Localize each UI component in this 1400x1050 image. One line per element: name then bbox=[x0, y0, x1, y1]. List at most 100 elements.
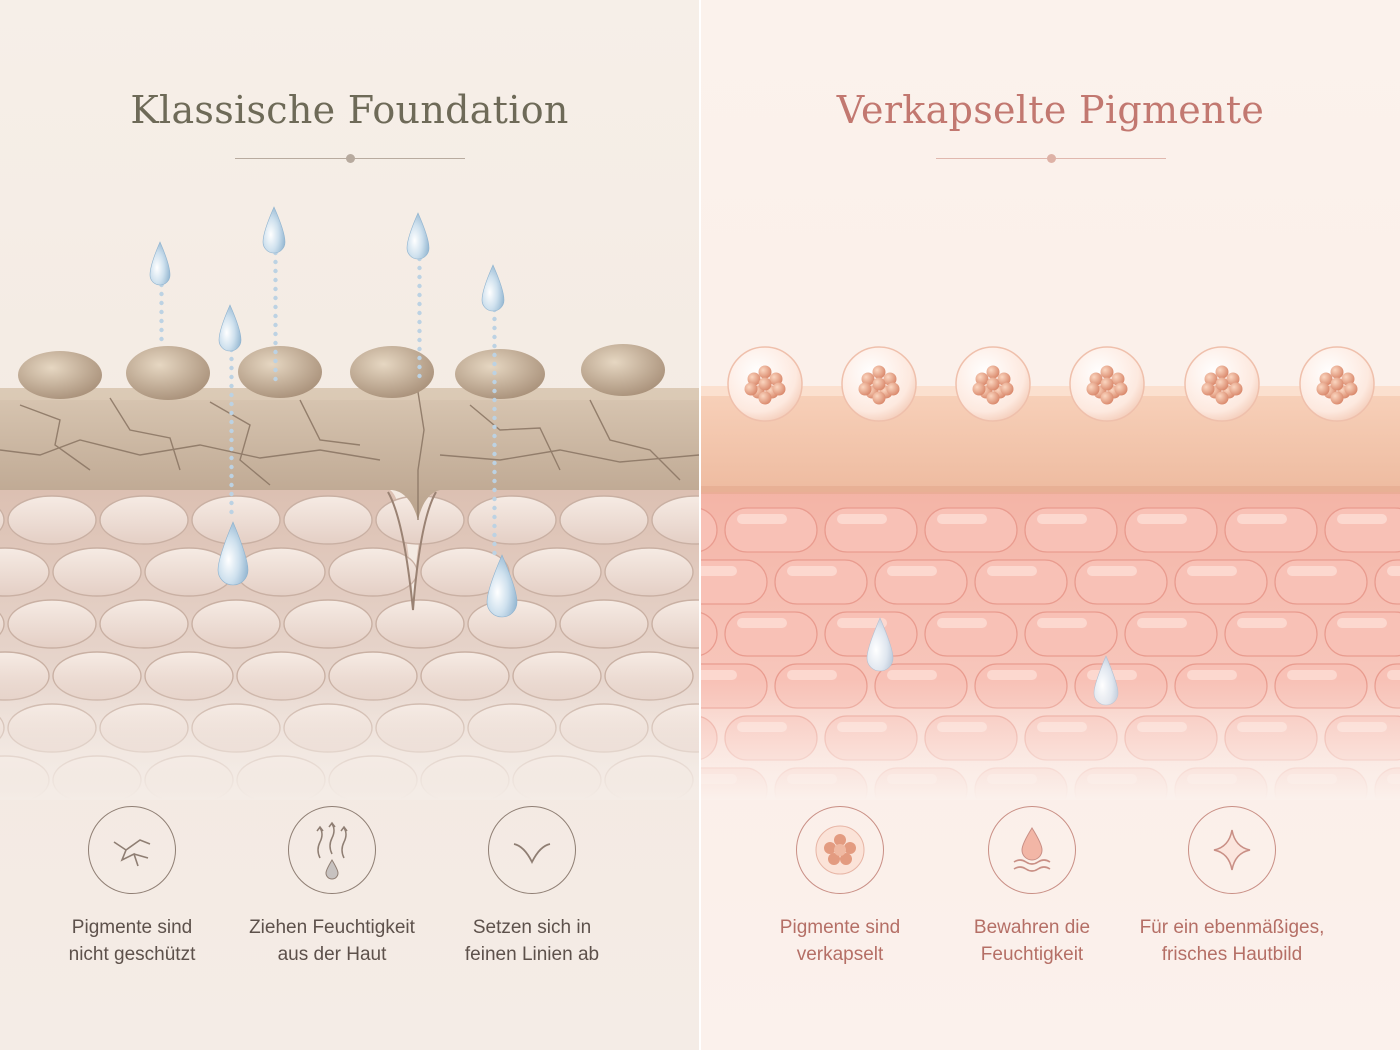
water-trail-dot bbox=[229, 428, 234, 434]
cell-highlight bbox=[787, 566, 837, 576]
water-trail-dot bbox=[273, 349, 278, 355]
pigment-bead bbox=[1000, 382, 1014, 396]
pigment-bead bbox=[758, 365, 772, 379]
cell-highlight bbox=[1187, 566, 1237, 576]
water-trail-dot bbox=[273, 313, 278, 319]
left-title: Klassische Foundation bbox=[130, 88, 569, 132]
pigment-bead bbox=[1100, 365, 1114, 379]
water-trail-dot bbox=[273, 259, 278, 265]
water-trail-dot bbox=[229, 374, 234, 380]
cell-highlight bbox=[1337, 618, 1387, 628]
water-trail-dot bbox=[273, 322, 278, 328]
pigment-bead bbox=[1344, 382, 1358, 396]
cell-highlight bbox=[1137, 514, 1187, 524]
skin-cell bbox=[651, 599, 699, 649]
fine-line-icon bbox=[488, 806, 576, 894]
escaping-water-drops bbox=[149, 206, 518, 618]
skin-cell bbox=[191, 599, 281, 649]
cell-highlight bbox=[1387, 566, 1400, 576]
skin-cell bbox=[99, 495, 189, 545]
cell-highlight bbox=[701, 566, 737, 576]
water-trail-dot bbox=[492, 523, 497, 529]
pigment-bead bbox=[1204, 372, 1218, 386]
water-trail-dot bbox=[273, 331, 278, 337]
pigment-bead bbox=[1086, 382, 1100, 396]
water-trail-dot bbox=[492, 343, 497, 349]
pigment-bead bbox=[1330, 377, 1344, 391]
pigment-bead bbox=[1215, 391, 1229, 405]
healthy-skin-illustration bbox=[701, 346, 1400, 800]
pigment-bead bbox=[872, 365, 886, 379]
pigment-bead bbox=[1316, 382, 1330, 396]
water-trail-dot bbox=[492, 379, 497, 385]
cell-highlight bbox=[1037, 618, 1087, 628]
pigment-bead bbox=[1100, 377, 1114, 391]
feature-line: Feuchtigkeit bbox=[980, 944, 1084, 965]
water-trail-dot bbox=[273, 286, 278, 292]
water-trail-dot bbox=[492, 370, 497, 376]
pigment-bead bbox=[1319, 372, 1333, 386]
water-trail-dot bbox=[229, 446, 234, 452]
water-trail-dot bbox=[229, 401, 234, 407]
skin-cell bbox=[283, 495, 373, 545]
feature-line: Bewahren die bbox=[973, 917, 1091, 938]
skin-cell bbox=[604, 547, 694, 597]
pigment-bead bbox=[883, 372, 897, 386]
pigment-bead bbox=[1330, 391, 1344, 405]
water-trail-dot bbox=[229, 437, 234, 443]
uncoated-pigment-particles bbox=[18, 344, 665, 400]
pigment-bead bbox=[997, 372, 1011, 386]
pigment-bead bbox=[861, 372, 875, 386]
water-trail-dot bbox=[492, 424, 497, 430]
right-title-divider bbox=[935, 154, 1166, 163]
skin-cell bbox=[283, 599, 373, 649]
water-trail-dot bbox=[273, 376, 278, 382]
water-trail-dot bbox=[229, 392, 234, 398]
water-trail-dot bbox=[417, 283, 422, 289]
skin-cell bbox=[512, 547, 602, 597]
water-trail-dot bbox=[159, 309, 164, 315]
water-trail-dot bbox=[417, 265, 422, 271]
water-trail-dot bbox=[417, 292, 422, 298]
moisture-drop-icon bbox=[988, 806, 1076, 894]
pigment-bead bbox=[1111, 372, 1125, 386]
water-trail-dot bbox=[492, 433, 497, 439]
pigment-bead bbox=[886, 382, 900, 396]
water-trail-dot bbox=[273, 304, 278, 310]
skin-cell bbox=[559, 599, 649, 649]
feature-line: nicht geschützt bbox=[68, 944, 196, 965]
water-trail-dot bbox=[417, 373, 422, 379]
feature-line: Für ein ebenmäßiges, bbox=[1139, 917, 1325, 938]
feature-line: feinen Linien ab bbox=[464, 944, 600, 965]
water-trail-dot bbox=[492, 505, 497, 511]
cell-highlight bbox=[1087, 566, 1137, 576]
capsule-icon bbox=[796, 806, 884, 894]
pigment-bead bbox=[1114, 382, 1128, 396]
water-trail-dot bbox=[417, 274, 422, 280]
cell-highlight bbox=[1387, 670, 1400, 680]
skin-cell bbox=[7, 495, 97, 545]
pigment-bead bbox=[1330, 365, 1344, 379]
pigment-bead bbox=[772, 382, 786, 396]
water-trail-dot bbox=[159, 318, 164, 324]
pigment-bead bbox=[1215, 377, 1229, 391]
dry-skin-illustration bbox=[0, 206, 699, 800]
pigment-bead bbox=[1201, 382, 1215, 396]
water-trail-dot bbox=[417, 328, 422, 334]
water-trail-dot bbox=[492, 442, 497, 448]
cell-highlight bbox=[887, 670, 937, 680]
cell-highlight bbox=[1037, 514, 1087, 524]
feature-even-complexion: Für ein ebenmäßiges,frisches Hautbild bbox=[1132, 806, 1332, 968]
pigment-bead bbox=[975, 372, 989, 386]
water-trail-dot bbox=[229, 410, 234, 416]
water-trail-dot bbox=[492, 541, 497, 547]
pigment-bead bbox=[758, 391, 772, 405]
right-title: Verkapselte Pigmente bbox=[836, 88, 1265, 132]
skin-cell bbox=[328, 547, 418, 597]
pigment-bead bbox=[872, 377, 886, 391]
skin-cell bbox=[99, 599, 189, 649]
